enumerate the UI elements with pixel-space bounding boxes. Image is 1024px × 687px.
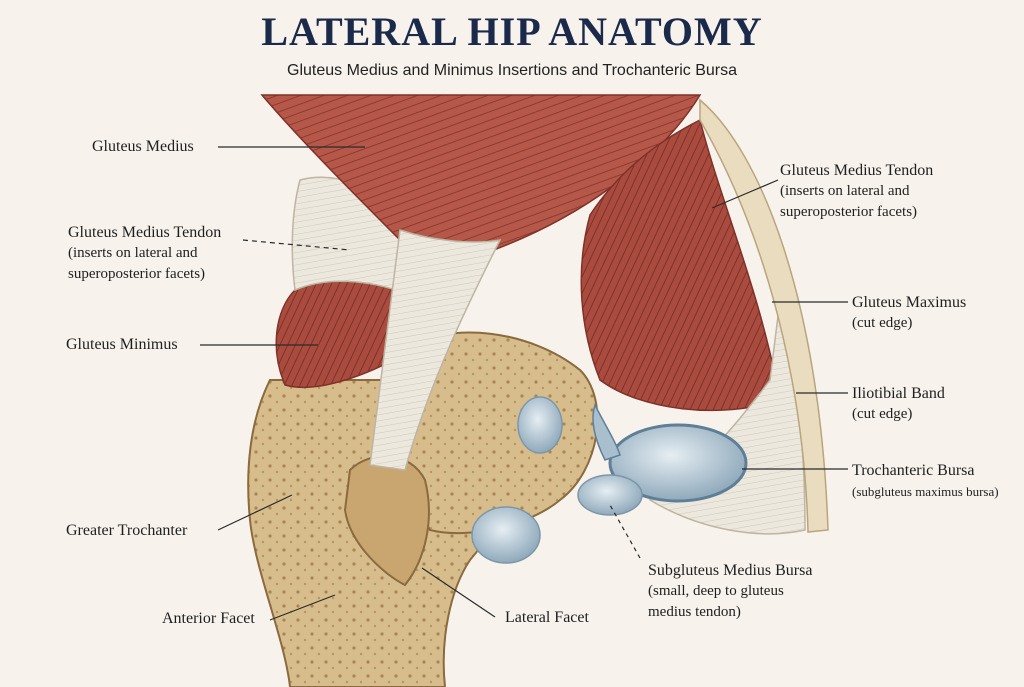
page-subtitle: Gluteus Medius and Minimus Insertions an… xyxy=(287,62,737,79)
leader-subgluteus-medius-bursa xyxy=(609,504,641,559)
label-iliotibial-band: Iliotibial Band (cut edge) xyxy=(852,383,945,425)
label-greater-trochanter: Greater Trochanter xyxy=(66,522,188,539)
gluteus-maximus-muscle xyxy=(580,118,781,412)
bursa-tail xyxy=(592,403,621,461)
label-gluteus-maximus-title: Gluteus Maximus xyxy=(852,294,967,311)
label-gmed-tendon-left-line1: (inserts on lateral and xyxy=(68,245,198,261)
label-iliotibial-band-line1: (cut edge) xyxy=(852,406,913,422)
label-gmed-tendon-right-line1: (inserts on lateral and xyxy=(780,183,910,199)
page-title: LATERAL HIP ANATOMY xyxy=(261,9,763,54)
leader-anterior-facet xyxy=(269,594,336,621)
label-gmed-tendon-left: Gluteus Medius Tendon (inserts on latera… xyxy=(68,222,221,285)
label-subgluteus-medius-bursa-line2: medius tendon) xyxy=(648,604,741,620)
label-trochanteric-bursa-line1: (subgluteus maximus bursa) xyxy=(852,484,999,499)
label-gluteus-maximus-line1: (cut edge) xyxy=(852,315,913,331)
leader-lateral-facet xyxy=(421,567,496,618)
label-gmed-tendon-left-line2: superoposterior facets) xyxy=(68,266,206,282)
itb-rim xyxy=(699,98,829,533)
small-bursa-upper xyxy=(517,396,563,454)
gluteus-medius-tendon xyxy=(369,228,502,471)
label-iliotibial-band-title: Iliotibial Band xyxy=(852,385,945,402)
label-gmed-tendon-right-title: Gluteus Medius Tendon xyxy=(780,162,934,179)
leader-gmed-tendon-right xyxy=(711,179,779,209)
label-anterior-facet: Anterior Facet xyxy=(162,610,255,627)
label-trochanteric-bursa: Trochanteric Bursa (subgluteus maximus b… xyxy=(852,460,999,502)
label-gluteus-minimus: Gluteus Minimus xyxy=(66,336,178,353)
label-gluteus-maximus: Gluteus Maximus (cut edge) xyxy=(852,292,966,334)
label-lateral-facet: Lateral Facet xyxy=(505,609,589,626)
subgluteus-medius-bursa xyxy=(577,474,643,516)
label-subgluteus-medius-bursa-line1: (small, deep to gluteus xyxy=(648,583,784,599)
trochanteric-bursa xyxy=(608,423,748,503)
label-trochanteric-bursa-title: Trochanteric Bursa xyxy=(852,462,975,479)
label-gmed-tendon-right-line2: superoposterior facets) xyxy=(780,204,918,220)
leader-greater-trochanter xyxy=(217,494,293,531)
label-subgluteus-medius-bursa-title: Subgluteus Medius Bursa xyxy=(648,562,813,579)
small-bursa-lower xyxy=(471,506,541,564)
label-gmed-tendon-left-title: Gluteus Medius Tendon xyxy=(68,224,222,241)
label-gmed-tendon-right: Gluteus Medius Tendon (inserts on latera… xyxy=(780,160,933,223)
label-subgluteus-medius-bursa: Subgluteus Medius Bursa (small, deep to … xyxy=(648,560,812,623)
label-gluteus-medius: Gluteus Medius xyxy=(92,138,194,155)
